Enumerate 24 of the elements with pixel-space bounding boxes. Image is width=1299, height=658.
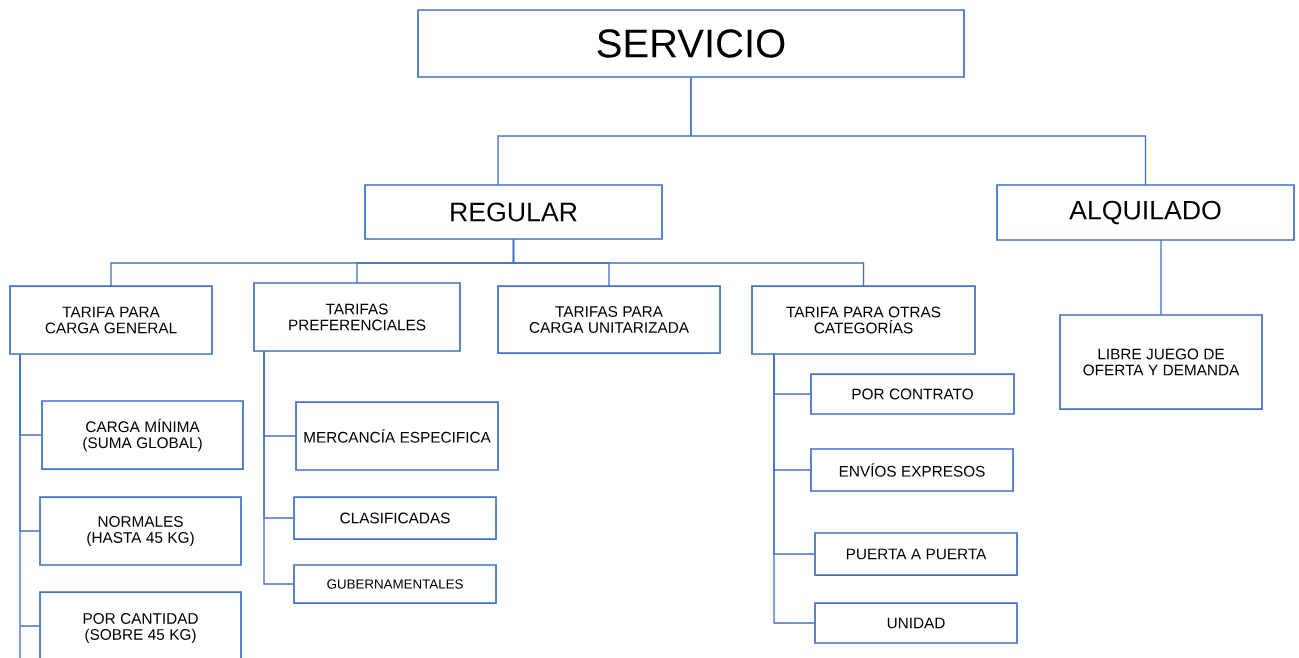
category-box: TARIFA PARA CARGA GENERAL	[9, 285, 213, 355]
category-box: GUBERNAMENTALES	[293, 564, 497, 604]
category-box: TARIFAS PARA CARGA UNITARIZADA	[497, 285, 721, 354]
connector-line	[512, 239, 865, 287]
category-box: SERVICIO	[417, 9, 965, 78]
category-box: TARIFA PARA OTRAS CATEGORÍAS	[751, 285, 976, 355]
category-box: POR CONTRATO	[810, 373, 1015, 415]
category-box: CARGA MÍNIMA (SUMA GLOBAL)	[41, 400, 244, 470]
category-box: ENVÍOS EXPRESOS	[810, 448, 1014, 492]
category-box: MERCANCÍA ESPECIFICA	[295, 401, 499, 471]
category-box: CLASIFICADAS	[293, 496, 497, 540]
category-box: PUERTA A PUERTA	[814, 532, 1018, 576]
category-box: ALQUILADO	[996, 184, 1295, 241]
category-box: POR CANTIDAD (SOBRE 45 KG)	[39, 591, 242, 658]
connector-line	[773, 353, 815, 624]
category-box: TARIFAS PREFERENCIALES	[253, 282, 461, 352]
connector-line	[1160, 239, 1162, 315]
category-box: UNIDAD	[814, 602, 1018, 644]
connector-line	[19, 353, 40, 658]
connector-line	[263, 350, 294, 585]
category-box: REGULAR	[364, 184, 663, 240]
connector-line	[690, 77, 1147, 186]
category-box: LIBRE JUEGO DE OFERTA Y DEMANDA	[1059, 314, 1263, 410]
category-box: NORMALES (HASTA 45 KG)	[39, 496, 242, 566]
